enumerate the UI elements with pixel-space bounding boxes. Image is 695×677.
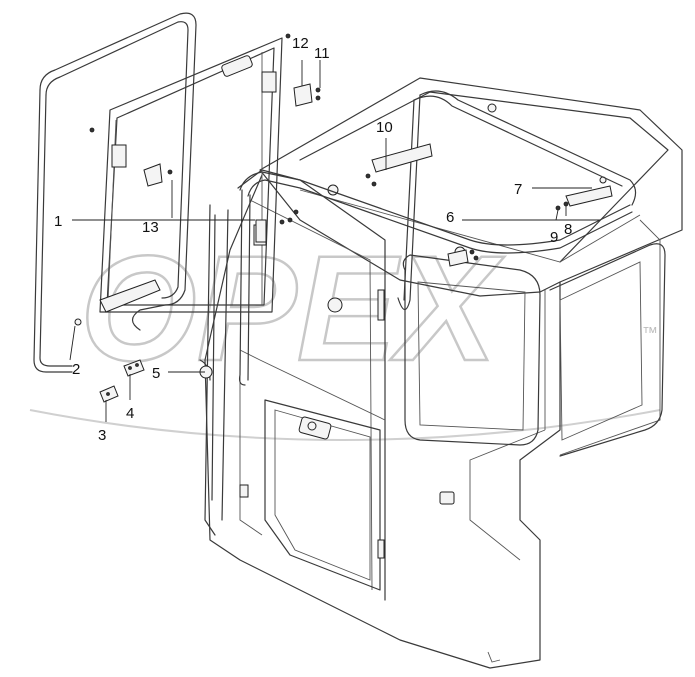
- callout-7: 7: [514, 181, 522, 198]
- callout-labels: 1 2 3 4 5 6 7 8 9 10 11 12 13: [54, 35, 572, 444]
- callout-9: 9: [550, 229, 558, 246]
- part-12-bracket: [293, 83, 313, 107]
- callout-2: 2: [72, 361, 80, 378]
- part-11-screw: [315, 87, 321, 93]
- callout-6: 6: [446, 209, 454, 226]
- part-2-grommet: [74, 318, 82, 326]
- part-6-bracket: [447, 249, 469, 267]
- callout-12: 12: [292, 35, 309, 52]
- part-10-bracket: [371, 143, 433, 173]
- cab-body: [204, 77, 683, 669]
- roof-handrail: [239, 90, 637, 311]
- door-handrail: [199, 189, 251, 501]
- watermark-trademark: ™: [642, 325, 658, 342]
- part-13-latch: [143, 163, 163, 187]
- leader-lines: [69, 60, 600, 422]
- callout-10: 10: [376, 119, 393, 136]
- part-9-screw: [555, 205, 561, 211]
- part-4-latch: [123, 359, 145, 377]
- callout-13: 13: [142, 219, 159, 236]
- callout-1: 1: [54, 213, 62, 230]
- part-7-bracket: [565, 185, 613, 207]
- door-hinge: [255, 219, 267, 243]
- watermark-swoosh: [29, 409, 661, 441]
- hardware-parts: [74, 33, 613, 403]
- part-8-washer: [563, 201, 569, 207]
- callout-11: 11: [314, 45, 330, 62]
- watermark-logo-text: OPEX: [80, 224, 505, 392]
- callout-3: 3: [98, 427, 106, 444]
- callout-5: 5: [152, 365, 160, 382]
- callout-8: 8: [564, 221, 572, 238]
- callout-4: 4: [126, 405, 134, 422]
